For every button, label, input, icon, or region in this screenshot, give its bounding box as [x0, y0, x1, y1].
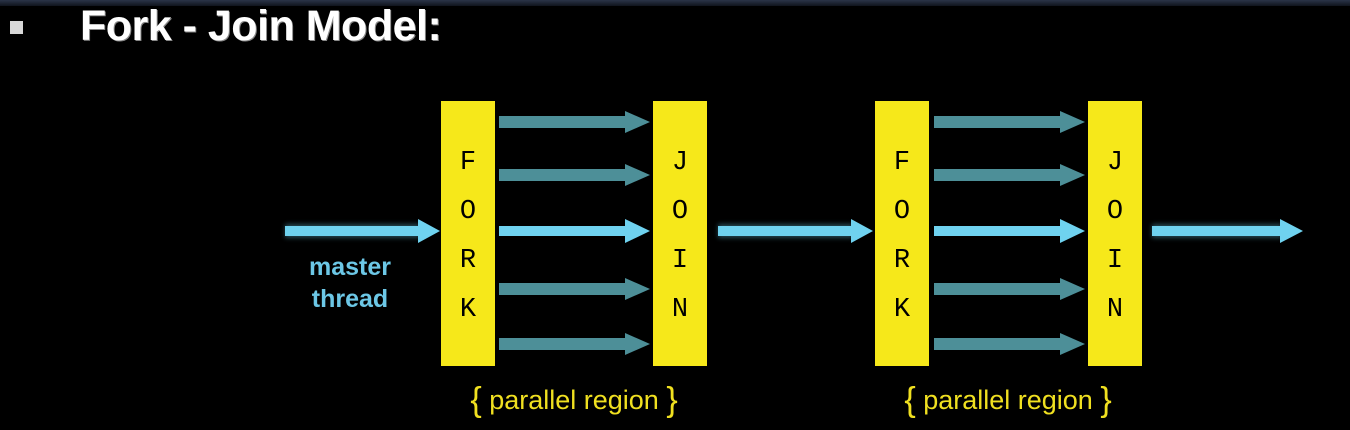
- join-bar-1: [653, 101, 707, 366]
- thread-arrow: [499, 219, 650, 243]
- parallel-region-label: parallel region: [923, 385, 1093, 415]
- fork-bar-1: [441, 101, 495, 366]
- join-2-letter: I: [1107, 246, 1123, 276]
- open-brace: {: [470, 381, 482, 419]
- thread-arrow: [499, 111, 650, 133]
- thread-arrow: [934, 278, 1085, 300]
- region-2-thread-arrows: [934, 111, 1085, 355]
- fork-1-letter: R: [460, 246, 476, 276]
- fork-2-letter: R: [894, 246, 910, 276]
- thread-arrow: [934, 333, 1085, 355]
- join-1-letter: J: [672, 148, 688, 178]
- join-2-letter: N: [1107, 295, 1123, 325]
- master-thread-label-line1: master: [309, 253, 391, 281]
- fork-2-letter: K: [894, 295, 911, 325]
- join-1-letter: O: [672, 197, 688, 227]
- fork-1-letter: F: [460, 148, 476, 178]
- fork-2-letter: O: [894, 197, 910, 227]
- parallel-region-caption-1: { parallel region }: [434, 381, 714, 420]
- thread-arrow: [934, 219, 1085, 243]
- join-2-letter: J: [1107, 148, 1123, 178]
- join-2-letter: O: [1107, 197, 1123, 227]
- master-thread-arrow-2: [718, 219, 873, 243]
- master-thread-label-line2: thread: [311, 285, 389, 313]
- slide-title: Fork - Join Model:: [80, 2, 442, 50]
- thread-arrow: [499, 164, 650, 186]
- fork-2-letter: F: [894, 148, 910, 178]
- join-1-letter: N: [672, 295, 688, 325]
- join-1-letter: I: [672, 246, 688, 276]
- bullet-square-icon: [10, 21, 23, 34]
- slide-top-border: [0, 0, 1350, 6]
- parallel-region-label: parallel region: [489, 385, 659, 415]
- thread-arrow: [499, 333, 650, 355]
- master-thread-arrow-1: [285, 219, 440, 243]
- fork-bar-2: [875, 101, 929, 366]
- fork-1-letter: O: [460, 197, 476, 227]
- open-brace: {: [904, 381, 916, 419]
- master-thread-arrow-3: [1152, 219, 1303, 243]
- thread-arrow: [934, 111, 1085, 133]
- fork-1-letter: K: [460, 295, 477, 325]
- parallel-region-caption-2: { parallel region }: [868, 381, 1148, 420]
- region-1-thread-arrows: [499, 111, 650, 355]
- thread-arrow: [934, 164, 1085, 186]
- thread-arrow: [499, 278, 650, 300]
- close-brace: }: [666, 381, 678, 419]
- join-bar-2: [1088, 101, 1142, 366]
- close-brace: }: [1100, 381, 1112, 419]
